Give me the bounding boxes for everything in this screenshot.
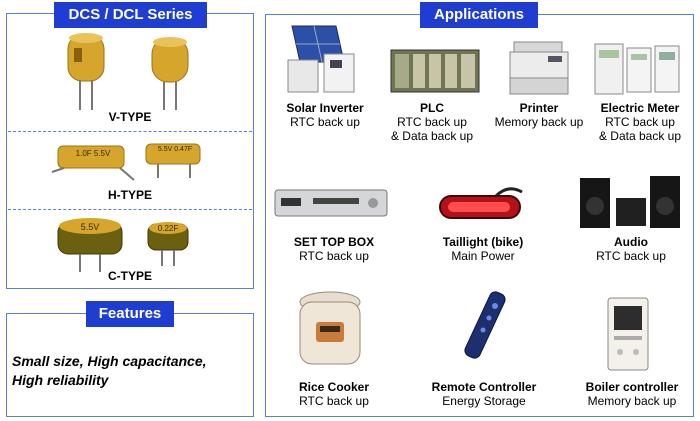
plc-image xyxy=(390,49,480,93)
c-type-marking-2: 0.22F xyxy=(157,224,179,233)
app-electric-meter: Electric Meter RTC back up & Data back u… xyxy=(590,101,690,143)
app-name: Printer xyxy=(519,101,559,115)
app-desc: Energy Storage xyxy=(442,394,526,408)
features-title: Features xyxy=(86,301,174,327)
app-desc-2: & Data back up xyxy=(390,129,474,143)
boiler-controller-image xyxy=(607,297,649,371)
app-desc: RTC back up xyxy=(605,115,675,129)
h-type-capacitor-image xyxy=(51,143,201,181)
app-name: PLC xyxy=(420,101,444,115)
app-desc: Memory back up xyxy=(587,394,677,408)
applications-title: Applications xyxy=(420,2,538,28)
features-line-2: High reliability xyxy=(12,372,109,388)
audio-image xyxy=(580,176,680,228)
app-desc: Main Power xyxy=(451,249,515,263)
app-desc: RTC back up xyxy=(290,115,360,129)
printer-image xyxy=(509,41,569,95)
app-audio: Audio RTC back up xyxy=(580,235,682,263)
app-desc: RTC back up xyxy=(397,115,467,129)
features-line-1: Small size, High capacitance, xyxy=(12,353,207,369)
app-rice-cooker: Rice Cooker RTC back up xyxy=(276,380,392,408)
remote-controller-image xyxy=(464,291,506,359)
rice-cooker-image xyxy=(299,291,361,365)
c-type-label: C-TYPE xyxy=(107,269,152,283)
v-type-label: V-TYPE xyxy=(108,110,152,124)
divider xyxy=(8,131,252,132)
solar-inverter-image xyxy=(287,25,355,93)
app-name: Boiler controller xyxy=(585,380,679,394)
app-name: Remote Controller xyxy=(431,380,537,394)
app-desc-2: & Data back up xyxy=(598,129,682,143)
app-desc: RTC back up xyxy=(596,249,666,263)
app-name: Audio xyxy=(614,235,648,249)
app-name: SET TOP BOX xyxy=(293,235,375,249)
app-boiler-controller: Boiler controller Memory back up xyxy=(574,380,690,408)
app-remote-controller: Remote Controller Energy Storage xyxy=(422,380,546,408)
app-printer: Printer Memory back up xyxy=(488,101,590,129)
app-desc: Memory back up xyxy=(494,115,584,129)
v-type-capacitor-image xyxy=(67,33,189,110)
features-text: Small size, High capacitance, High relia… xyxy=(12,352,207,390)
app-plc: PLC RTC back up & Data back up xyxy=(380,101,484,143)
h-type-marking-2: 5.5V 0.47F xyxy=(157,146,193,153)
series-panel xyxy=(6,13,254,289)
series-title: DCS / DCL Series xyxy=(54,2,207,28)
app-desc: RTC back up xyxy=(299,394,369,408)
app-name: Solar Inverter xyxy=(286,101,364,115)
h-type-marking-1: 1.0F 5.5V xyxy=(75,149,111,158)
app-set-top-box: SET TOP BOX RTC back up xyxy=(276,235,392,263)
app-desc: RTC back up xyxy=(299,249,369,263)
app-name: Rice Cooker xyxy=(298,380,370,394)
h-type-label: H-TYPE xyxy=(107,188,152,202)
app-taillight: Taillight (bike) Main Power xyxy=(428,235,538,263)
app-name: Taillight (bike) xyxy=(442,235,524,249)
electric-meter-image xyxy=(594,43,680,95)
set-top-box-image xyxy=(274,189,388,217)
taillight-image xyxy=(439,187,523,219)
c-type-capacitor-image xyxy=(57,218,189,272)
c-type-marking-1: 5.5V xyxy=(80,222,100,232)
divider xyxy=(8,209,252,210)
app-name: Electric Meter xyxy=(600,101,680,115)
app-solar-inverter: Solar Inverter RTC back up xyxy=(270,101,380,129)
